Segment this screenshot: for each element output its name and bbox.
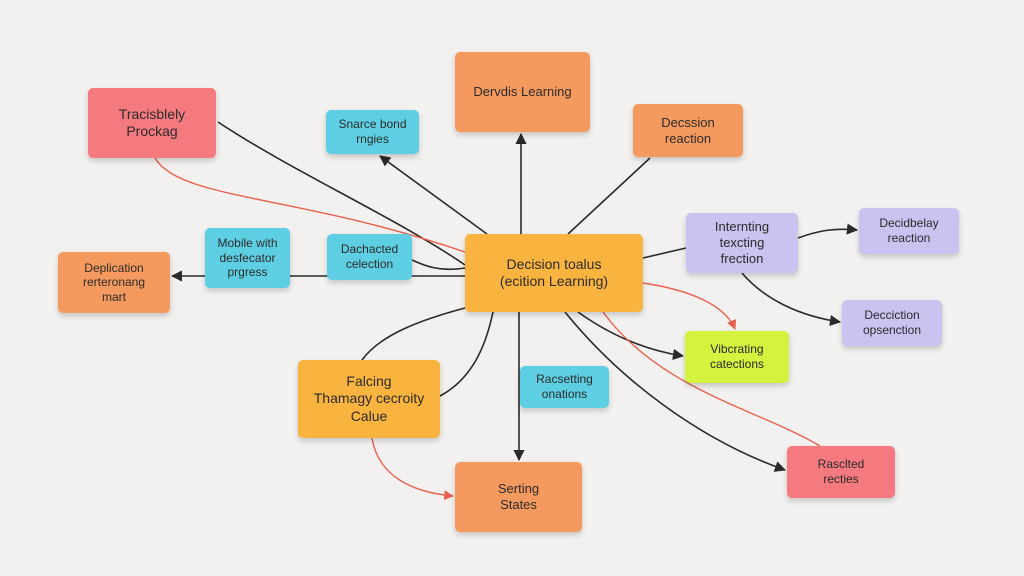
- node-deplication[interactable]: Deplication rerteronang mart: [58, 252, 170, 313]
- edge-center-to-rasclted: [564, 311, 787, 472]
- edge-center-to-falcing-b: [439, 311, 494, 397]
- node-rasclted-recties[interactable]: Rasclted recties: [787, 446, 895, 498]
- edge-red-tracisblely-to-center: [154, 157, 466, 253]
- node-tracisblely-prockag[interactable]: Tracisblely Prockag: [88, 88, 216, 158]
- edge-center-to-internting: [642, 247, 687, 259]
- edge-center-to-decssion: [567, 157, 651, 235]
- node-snarce-bond[interactable]: Snarce bond rngies: [326, 110, 419, 154]
- edge-red-center-to-rasclted: [602, 311, 821, 447]
- edge-center-to-tracisblely: [217, 121, 466, 266]
- edge-center-to-falcing: [361, 307, 466, 361]
- edge-internting-to-decciction: [741, 272, 842, 327]
- edge-center-to-vibcrating: [577, 311, 685, 360]
- node-internting[interactable]: Internting texcting frection: [686, 213, 798, 273]
- edge-red-falcing-to-serting: [371, 437, 454, 501]
- edge-center-to-dachacted: [411, 259, 466, 271]
- edge-red-center-to-vibcrating: [642, 282, 737, 330]
- node-dervdis-learning[interactable]: Dervdis Learning: [455, 52, 590, 132]
- edge-center-to-shared: [379, 155, 488, 235]
- node-dachacted-celection[interactable]: Dachacted celection: [327, 234, 412, 280]
- node-vibcrating-catections[interactable]: Vibcrating catections: [685, 331, 789, 383]
- node-mobile-with[interactable]: Mobile with desfecator prgress: [205, 228, 290, 288]
- node-decssion-reaction[interactable]: Decssion reaction: [633, 104, 743, 157]
- node-falcing-thamagy[interactable]: Falcing Thamagy cecroity Calue: [298, 360, 440, 438]
- node-racsetting-onations[interactable]: Racsetting onations: [520, 366, 609, 408]
- edge-internting-to-decidbelay: [797, 223, 859, 239]
- node-serting-states[interactable]: Serting States: [455, 462, 582, 532]
- node-decciction-opsenction[interactable]: Decciction opsenction: [842, 300, 942, 346]
- node-decision-toalus[interactable]: Decision toalus (ecition Learning): [465, 234, 643, 312]
- node-decidbelay-reaction[interactable]: Decidbelay reaction: [859, 208, 959, 254]
